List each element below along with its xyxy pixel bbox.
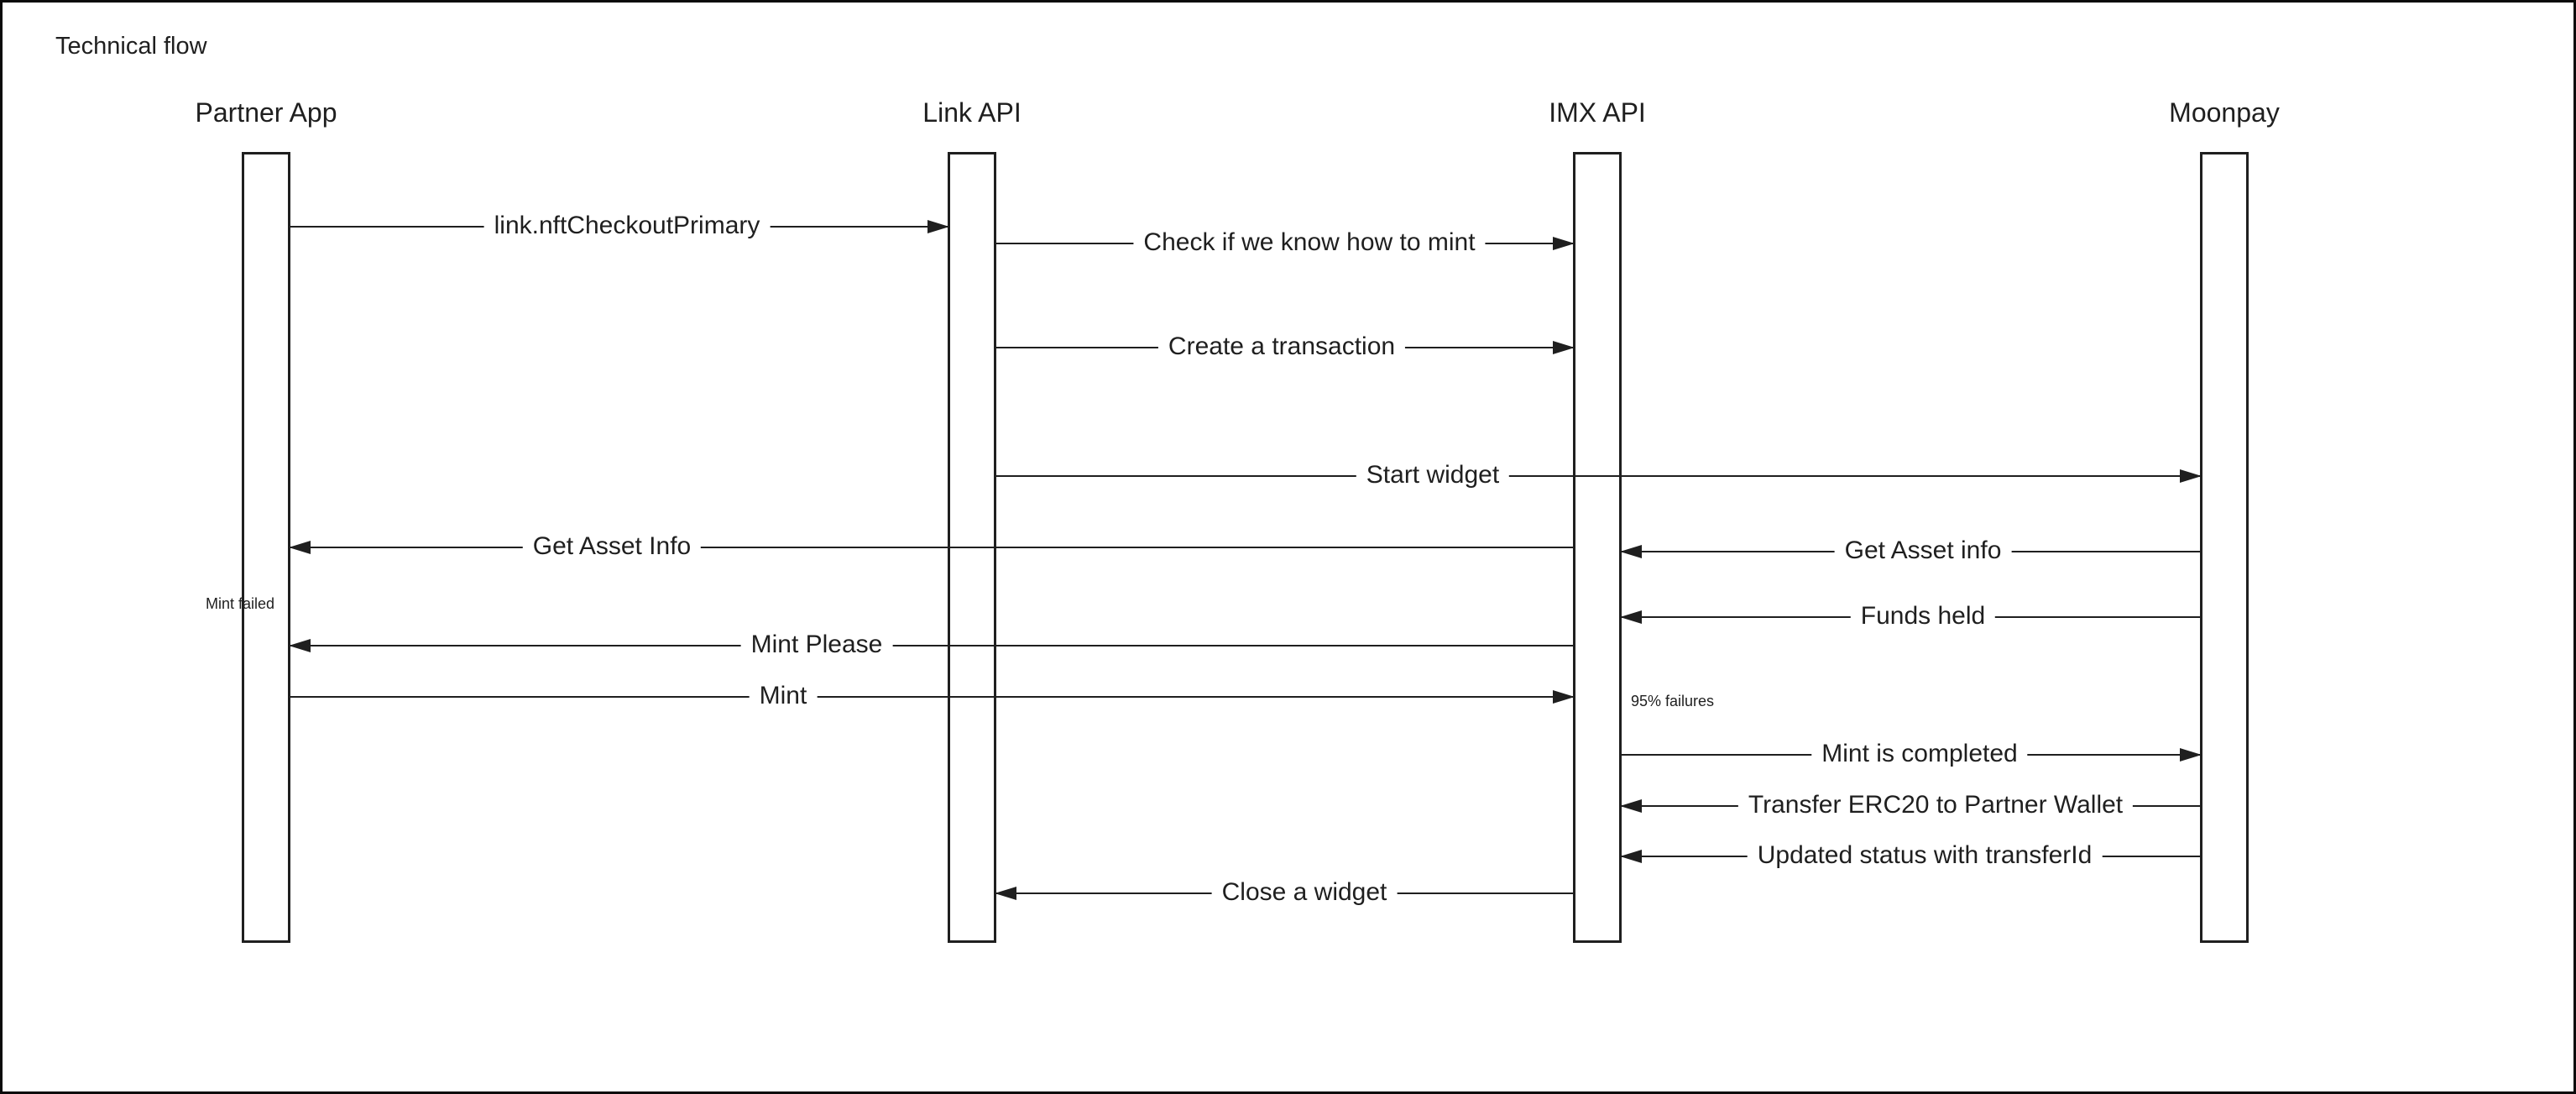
message-label: Get Asset info bbox=[1834, 536, 2012, 567]
message-arrow: Get Asset info bbox=[1620, 536, 2200, 567]
message-arrow: Mint bbox=[290, 681, 1575, 712]
message-arrow: Check if we know how to mint bbox=[996, 228, 1575, 259]
diagram-title: Technical flow bbox=[55, 33, 207, 60]
message-label: Get Asset Info bbox=[522, 531, 702, 563]
message-arrow: Get Asset Info bbox=[289, 531, 1573, 563]
annotation-note: Mint failed bbox=[206, 595, 275, 613]
arrow-right-icon bbox=[1553, 237, 1575, 250]
message-label: Mint bbox=[749, 681, 818, 712]
message-label: Create a transaction bbox=[1157, 332, 1406, 363]
arrow-left-icon bbox=[289, 639, 311, 652]
message-arrow: Close a widget bbox=[995, 877, 1573, 908]
message-label: Updated status with transferId bbox=[1747, 840, 2103, 872]
arrow-left-icon bbox=[1620, 850, 1642, 863]
arrow-left-icon bbox=[1620, 610, 1642, 624]
message-arrow: link.nftCheckoutPrimary bbox=[290, 211, 949, 242]
lifeline-imx-api bbox=[1573, 152, 1622, 943]
arrow-left-icon bbox=[1620, 799, 1642, 813]
arrow-left-icon bbox=[1620, 545, 1642, 558]
annotation-note: 95% failures bbox=[1631, 693, 1715, 710]
message-label: link.nftCheckoutPrimary bbox=[483, 211, 771, 242]
lifeline-partner-app bbox=[242, 152, 290, 943]
arrow-left-icon bbox=[289, 541, 311, 554]
lifeline-moonpay bbox=[2200, 152, 2249, 943]
actor-label-moonpay: Moonpay bbox=[2169, 97, 2280, 128]
actor-label-link-api: Link API bbox=[922, 97, 1022, 128]
arrow-right-icon bbox=[2180, 748, 2202, 762]
message-label: Funds held bbox=[1850, 601, 1996, 632]
message-arrow: Funds held bbox=[1620, 601, 2200, 632]
arrow-left-icon bbox=[995, 887, 1016, 900]
message-arrow: Create a transaction bbox=[996, 332, 1575, 363]
arrow-right-icon bbox=[927, 220, 949, 233]
message-arrow: Updated status with transferId bbox=[1620, 840, 2200, 872]
message-arrow: Transfer ERC20 to Partner Wallet bbox=[1620, 790, 2200, 821]
message-label: Transfer ERC20 to Partner Wallet bbox=[1737, 790, 2134, 821]
arrow-right-icon bbox=[1553, 341, 1575, 354]
message-label: Close a widget bbox=[1211, 877, 1398, 908]
arrow-right-icon bbox=[2180, 469, 2202, 483]
message-label: Start widget bbox=[1356, 460, 1510, 491]
message-arrow: Mint Please bbox=[289, 630, 1573, 661]
message-arrow: Mint is completed bbox=[1622, 739, 2202, 770]
message-label: Mint Please bbox=[740, 630, 893, 661]
arrow-right-icon bbox=[1553, 690, 1575, 704]
message-label: Mint is completed bbox=[1811, 739, 2028, 770]
actor-label-partner-app: Partner App bbox=[195, 97, 337, 128]
message-arrow: Start widget bbox=[996, 460, 2202, 491]
message-label: Check if we know how to mint bbox=[1133, 228, 1486, 259]
actor-label-imx-api: IMX API bbox=[1549, 97, 1646, 128]
